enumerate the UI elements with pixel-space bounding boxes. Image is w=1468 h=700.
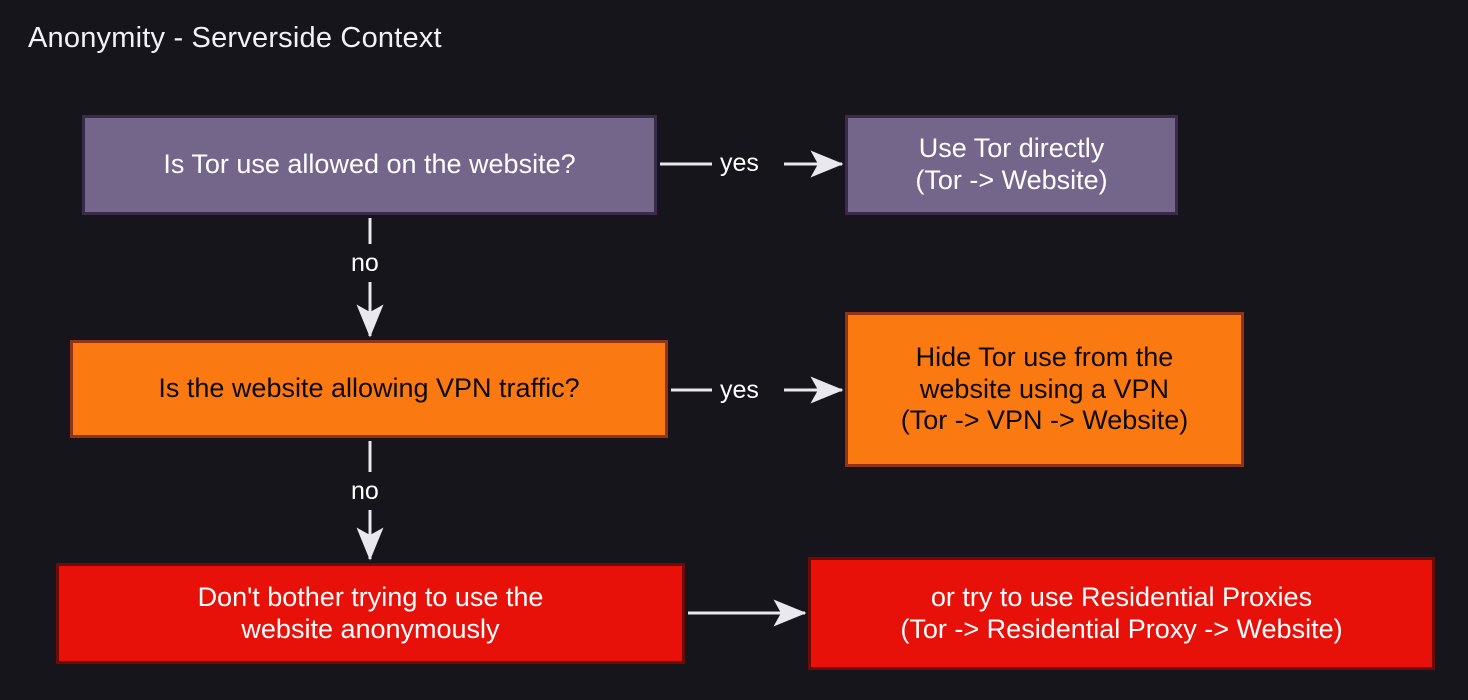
- node-label: Hide Tor use from the website using a VP…: [900, 341, 1189, 436]
- edge-label-no-vpn: no: [347, 477, 383, 506]
- node-label: Don't bother trying to use the website a…: [197, 581, 544, 644]
- node-is-website-allowing-vpn[interactable]: Is the website allowing VPN traffic?: [70, 340, 668, 438]
- node-label: Is the website allowing VPN traffic?: [158, 373, 580, 404]
- edge-label-no-tor: no: [347, 249, 383, 278]
- page-title: Anonymity - Serverside Context: [28, 22, 442, 54]
- node-use-tor-directly[interactable]: Use Tor directly (Tor -> Website): [845, 115, 1178, 215]
- edge-label-yes-vpn: yes: [716, 376, 763, 405]
- node-residential-proxies[interactable]: or try to use Residential Proxies (Tor -…: [808, 557, 1435, 670]
- node-label: or try to use Residential Proxies (Tor -…: [900, 581, 1343, 644]
- node-dont-bother[interactable]: Don't bother trying to use the website a…: [56, 563, 685, 664]
- node-is-tor-use-allowed[interactable]: Is Tor use allowed on the website?: [82, 115, 657, 215]
- node-hide-tor-use-with-vpn[interactable]: Hide Tor use from the website using a VP…: [845, 312, 1244, 467]
- node-label: Is Tor use allowed on the website?: [163, 149, 576, 180]
- node-label: Use Tor directly (Tor -> Website): [915, 133, 1108, 195]
- edge-label-yes-tor: yes: [716, 149, 763, 178]
